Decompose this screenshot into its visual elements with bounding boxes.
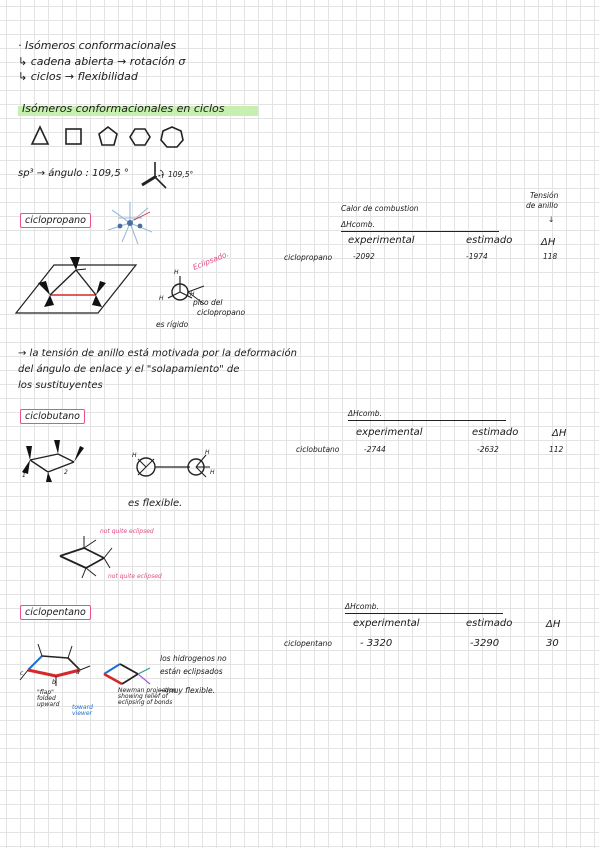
tension-header-2: de anillo [526,201,558,210]
square-ring-icon [65,128,82,145]
cb-ring-label-2: 2 [64,469,68,476]
sp3-note: sp³ → ángulo : 109,5 ° [18,168,129,179]
flexible-label: es flexible. [128,498,183,509]
cyclopropane-plane-diagram [14,257,138,314]
cp-col-est: estimado [466,618,513,629]
ring-shapes-row [30,125,184,148]
col-estimado: estimado [466,235,513,246]
ciclopropano-tag: ciclopropano [20,213,91,228]
cyclobutane-wedge-diagram [22,440,84,482]
title-highlight [18,106,258,116]
cp-flap-2: folded [37,695,56,702]
cp-delta-hcomb: ΔHcomb. [345,602,379,611]
row-name-ciclopropano: ciclopropano [284,253,333,262]
heptagon-ring-icon [160,126,184,148]
newman-h-3: H [190,291,195,298]
cyclopentane-newman-figure [103,663,151,686]
cp-caption-1: Newman projection [118,687,177,694]
cb-col-est: estimado [472,427,519,438]
pico-label-1: pico del [193,298,223,307]
cp-table-underline [345,613,503,614]
cp-note-1: los hidrogenos no [160,654,227,663]
cp-viewer: viewer [72,710,92,717]
cb-col-exp: experimental [356,427,423,438]
cp-col-dh: ΔH [546,619,561,630]
delta-hcomb-header: ΔHcomb. [341,220,375,229]
val-est-ciclopropano: -1974 [466,252,488,261]
cp-val-exp: - 3320 [360,638,393,649]
down-arrow-icon: ↓ [548,215,555,224]
ciclopentano-tag: ciclopentano [20,605,91,620]
cb-row-name: ciclobutano [296,445,340,454]
cb-table-underline [348,420,506,421]
cp-atom-b: b [52,679,56,686]
col-experimental: experimental [348,235,415,246]
cb-val-est: -2632 [477,445,499,454]
heat-combustion-header: Calor de combustion [341,204,419,213]
hexagon-ring-icon [129,128,151,146]
intro-line-1: · Isómeros conformacionales [18,39,177,52]
cp-toward: toward [72,704,93,711]
cp-flap-1: "flap" [37,689,54,696]
cyclopropane-3d-model-icon [107,202,153,245]
cb-h-1: H [132,452,137,459]
newman-h-1: H [174,269,179,276]
ciclobutano-tag: ciclobutano [20,409,85,424]
cb-col-dh: ΔH [552,428,567,439]
not-eclipsed-label-1: not quite eclipsed [100,528,154,535]
cp-caption-2: showing relief of [118,693,168,700]
cp-atom-c: c [20,670,24,677]
cp-note-2: están eclipsados [160,667,223,676]
cp-atom-a: a [76,669,80,676]
newman-h-2: H [159,295,164,302]
cb-h-2: H [205,449,210,456]
table-underline [341,231,499,232]
cyclopentane-envelope-figure [19,643,91,686]
cb-delta-hcomb: ΔHcomb. [348,409,382,418]
col-delta-h: ΔH [541,237,556,248]
cb-val-exp: -2744 [364,445,386,454]
cyclobutane-puckered-figure [59,536,113,579]
cp-caption-3: eclipsing of bonds [118,699,173,706]
val-dh-ciclopropano: 118 [543,252,558,261]
triangle-ring-icon [30,125,50,145]
pentagon-ring-icon [98,125,118,146]
pico-label-2: ciclopropano [197,308,246,317]
val-exp-ciclopropano: -2092 [353,252,375,261]
sp3-angle-label: 109,5° [168,170,194,179]
intro-line-2: ↳ cadena abierta → rotación σ [18,55,186,68]
tension-note-2: del ángulo de enlace y el "solapamiento"… [18,364,240,375]
cp-val-est: -3290 [470,638,500,649]
intro-line-3: ↳ ciclos → flexibilidad [18,70,138,83]
cyclopropane-newman-projection [167,276,205,305]
cp-val-dh: 30 [546,638,559,649]
section-title: Isómeros conformacionales en ciclos [22,102,225,115]
cb-h-3: H [210,469,215,476]
cb-val-dh: 112 [549,445,564,454]
cb-ring-label-1: 1 [22,472,26,479]
cp-note-3: →muy flexible. [160,686,215,695]
tetrahedral-carbon-icon [141,162,167,189]
cp-flap-3: upward [37,701,60,708]
rigid-label: es rígido [156,320,189,329]
cp-row-name: ciclopentano [284,639,333,648]
tension-header-1: Tensión [530,191,559,200]
tension-note-3: los sustituyentes [18,380,103,391]
tension-note-1: → la tensión de anillo está motivada por… [18,348,297,359]
cyclobutane-newman-projection [136,454,210,478]
cp-col-exp: experimental [353,618,420,629]
not-eclipsed-label-2: not quite eclipsed [108,573,162,580]
